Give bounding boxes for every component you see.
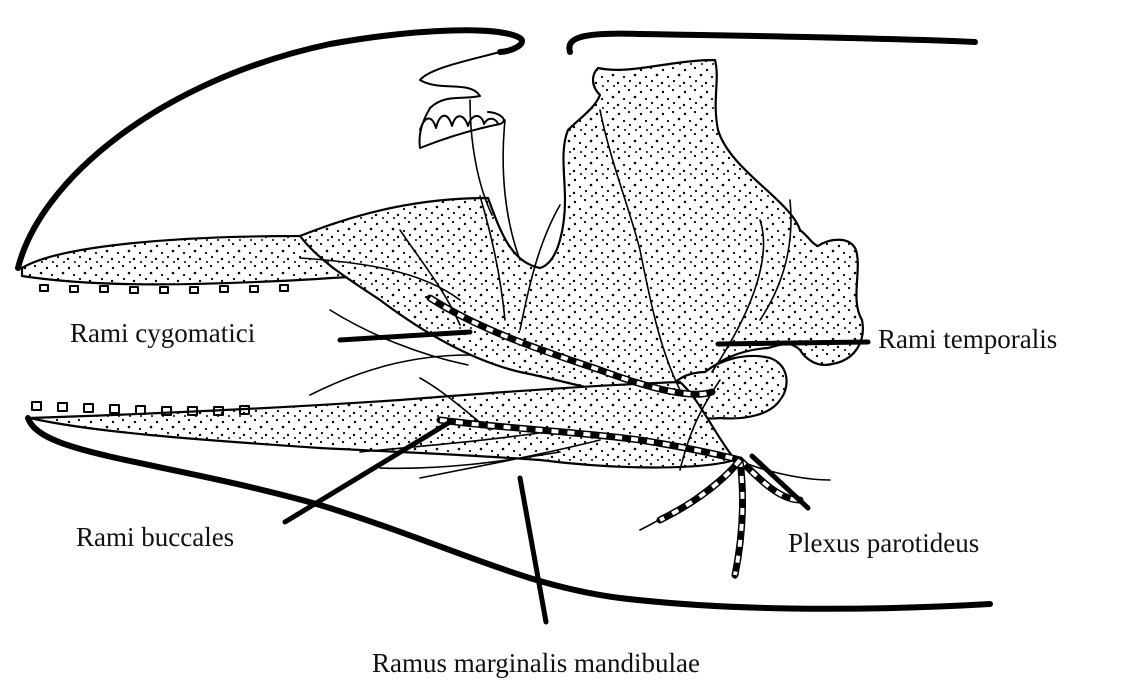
label-rami-cygomatici: Rami cygomatici	[70, 320, 255, 347]
label-ramus-marginalis-mandibulae: Ramus marginalis mandibulae	[372, 650, 700, 677]
ear-canal-outline	[419, 52, 503, 148]
pointer-ramus-marginalis	[520, 478, 546, 622]
parotid-region	[300, 60, 863, 398]
lower-jaw-region	[30, 382, 735, 468]
label-rami-temporalis: Rami temporalis	[878, 326, 1057, 353]
forehead-outline	[569, 34, 975, 52]
label-plexus-parotideus: Plexus parotideus	[788, 530, 979, 557]
label-rami-buccales: Rami buccales	[76, 524, 234, 551]
pointer-rami-temporalis	[718, 342, 868, 344]
upper-teeth	[40, 285, 288, 293]
